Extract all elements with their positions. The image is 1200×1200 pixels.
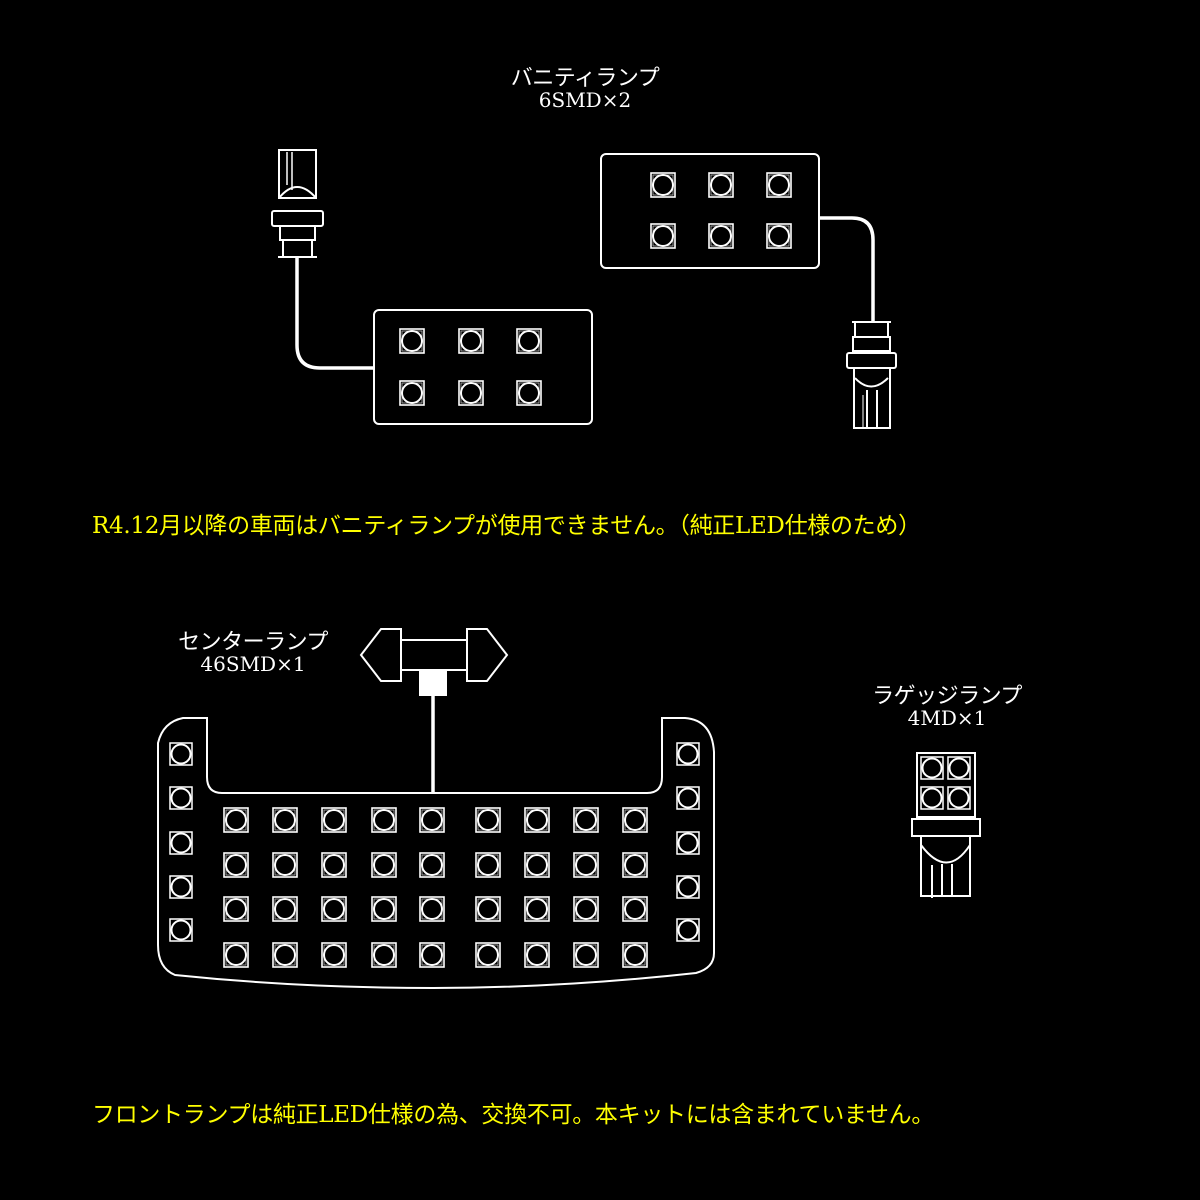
led-grid bbox=[223, 807, 648, 968]
luggage-lamp-label: ラゲッジランプ 4MD×1 bbox=[862, 684, 1032, 730]
center-lamp-count: 46SMD×1 bbox=[200, 652, 306, 676]
vanity-notice-text: R4.12月以降の車両はバニティランプが使用できません。（純正LED仕様のため） bbox=[92, 513, 921, 539]
festoon-bulb-icon bbox=[359, 628, 509, 682]
led-board-outline bbox=[157, 717, 715, 990]
center-lamp-name: センターランプ bbox=[178, 630, 328, 655]
luggage-lamp-count: 4MD×1 bbox=[907, 706, 987, 730]
t10-bulb-icon bbox=[846, 321, 897, 429]
luggage-lamp bbox=[911, 752, 981, 898]
vanity-lamp-count: 6SMD×2 bbox=[538, 88, 632, 112]
center-lamp bbox=[157, 628, 715, 990]
vanity-lamp-right bbox=[600, 153, 897, 429]
center-lamp-label: センターランプ 46SMD×1 bbox=[168, 630, 338, 676]
wire bbox=[295, 258, 374, 370]
t10-bulb-icon bbox=[271, 149, 324, 258]
vanity-lamp-name: バニティランプ bbox=[510, 66, 660, 91]
front-notice-text: フロントランプは純正LED仕様の為、交換不可。本キットには含まれていません。 bbox=[92, 1102, 935, 1128]
wire bbox=[820, 216, 875, 322]
luggage-lamp-name: ラゲッジランプ bbox=[872, 684, 1022, 709]
led-board bbox=[600, 153, 820, 269]
t10-wedge-bulb-icon bbox=[911, 752, 981, 898]
led-board bbox=[373, 309, 593, 425]
vanity-lamp-left bbox=[271, 149, 593, 425]
vanity-lamp-label: バニティランプ 6SMD×2 bbox=[500, 66, 670, 112]
connector bbox=[419, 671, 447, 696]
